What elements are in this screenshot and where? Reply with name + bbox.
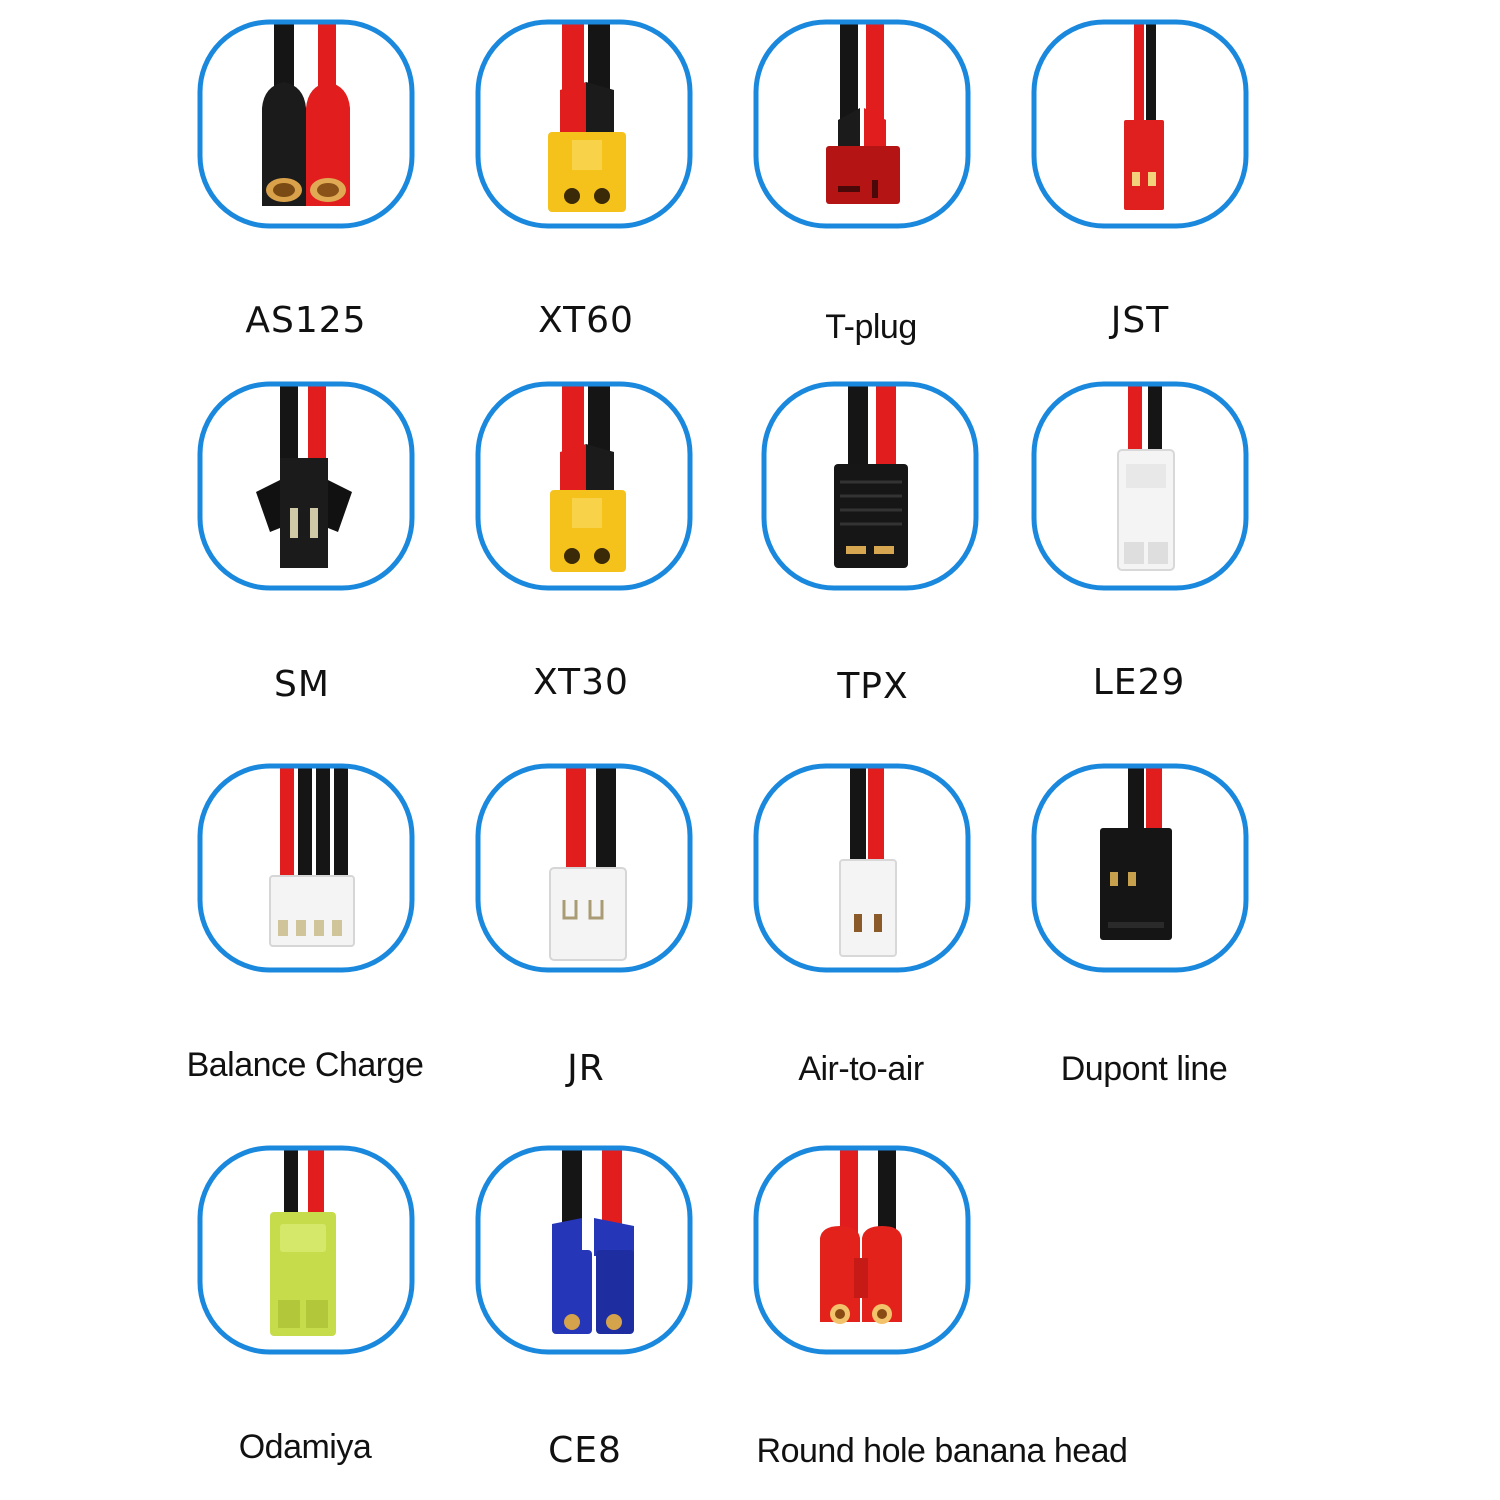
connector-label: TPX xyxy=(837,666,909,707)
le29-connector-icon xyxy=(1031,381,1249,591)
connector-label: T-plug xyxy=(825,308,917,346)
connector-label: LE29 xyxy=(1092,662,1186,703)
banana-head-connector-icon xyxy=(753,1145,971,1355)
connector-label: Dupont line xyxy=(1060,1050,1228,1088)
connector-label: XT60 xyxy=(538,300,634,341)
dupont-line-connector-icon xyxy=(1031,763,1249,973)
connector-label: Air-to-air xyxy=(798,1050,924,1088)
odamiya-connector-icon xyxy=(197,1145,415,1355)
connector-label: Odamiya xyxy=(238,1428,372,1466)
tpx-connector-icon xyxy=(761,381,979,591)
ce8-connector-icon xyxy=(475,1145,693,1355)
air-to-air-connector-icon xyxy=(753,763,971,973)
connector-label: JR xyxy=(567,1048,605,1089)
xt30-connector-icon xyxy=(475,381,693,591)
connector-label: XT30 xyxy=(533,662,629,703)
as125-connector-icon xyxy=(197,19,415,229)
connector-label: Round hole banana head xyxy=(756,1432,1128,1470)
connector-label: JST xyxy=(1110,300,1170,341)
sm-connector-icon xyxy=(197,381,415,591)
connector-label: AS125 xyxy=(245,300,367,341)
xt60-connector-icon xyxy=(475,19,693,229)
connector-label: SM xyxy=(274,664,330,705)
jr-connector-icon xyxy=(475,763,693,973)
connector-label: Balance Charge xyxy=(186,1046,424,1084)
t-plug-connector-icon xyxy=(753,19,971,229)
jst-connector-icon xyxy=(1031,19,1249,229)
balance-charge-connector-icon xyxy=(197,763,415,973)
connector-label: CE8 xyxy=(548,1430,622,1471)
